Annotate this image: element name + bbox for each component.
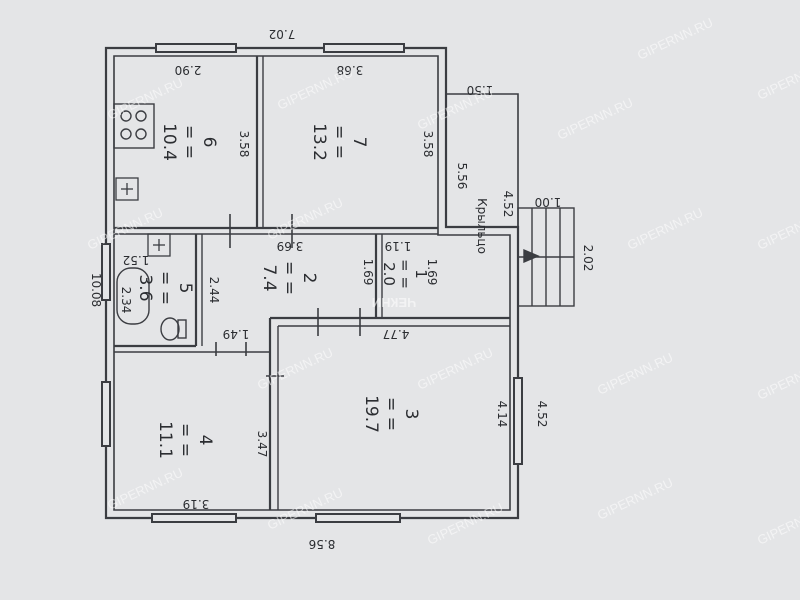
dim-room7-width: 3.68 [337,63,364,77]
porch-label: Крыльцо [475,198,489,254]
room-7-label: 7 = = 13.2 [309,123,369,161]
dimensions: 7.02 8.56 10.08 2.90 3.58 3.68 3.58 3.69… [89,27,595,551]
room-1-label: 1 = = 2.0 [380,259,430,289]
dim-porch-top: 1.50 [467,83,494,97]
dim-hall-height: 2.44 [207,277,221,304]
dim-right-lower: 4.52 [535,401,549,428]
porch-outline [446,93,519,227]
window-left-bath [101,243,111,301]
window-bottom-1 [151,513,237,523]
svg-text:= =: = = [329,125,349,159]
room-3-area: 19.7 [361,395,381,433]
room-4-area: 11.1 [155,421,175,459]
dim-steps-width: 1.00 [535,195,562,209]
room-1-area: 2.0 [380,262,398,286]
window-left [101,381,111,447]
room-2-area: 7.4 [259,264,279,291]
dim-room3-width: 4.77 [383,327,410,341]
dim-room6-width: 2.90 [175,63,202,77]
svg-text:= =: = = [279,261,299,295]
room-5-area: 3.6 [135,274,155,301]
windows [101,43,523,523]
room-3-label: 3 = = 19.7 [361,395,421,433]
dim-bottom-width: 8.56 [309,537,336,551]
outer-wall-inner [113,55,511,511]
dim-room3-height: 4.14 [495,401,509,428]
dim-steps-length: 2.02 [581,245,595,272]
room-5-number: 5 [175,283,195,294]
dim-room4-height: 3.47 [255,431,269,458]
room-2-number: 2 [299,273,319,284]
window-top-2 [323,43,405,53]
heater-icon [115,177,139,201]
room-4-label: 4 = = 11.1 [155,421,215,459]
stove-icon [113,103,155,149]
room-7-number: 7 [349,137,369,148]
dim-room2-height: 1.69 [361,259,375,286]
room-4-number: 4 [195,435,215,446]
dim-room1-height: 1.69 [425,259,439,286]
dim-porch-side: 5.56 [455,163,469,190]
porch-steps [517,207,575,307]
svg-text:= =: = = [396,259,414,289]
svg-text:= =: = = [179,125,199,159]
room-5-label: 5 = = 3.6 [135,271,195,305]
dim-porch-depth: 4.52 [501,191,515,218]
svg-text:= =: = = [381,397,401,431]
dim-room7-height: 3.58 [421,131,435,158]
toilet-icon [160,317,187,341]
boiler-icon [147,233,171,257]
svg-text:= =: = = [155,271,175,305]
window-top-1 [155,43,237,53]
dim-hall-width: 3.69 [277,239,304,253]
dim-room1-width: 1.19 [385,239,412,253]
door-marks [215,214,361,377]
room-1-number: 1 [412,269,430,279]
room-3-number: 3 [401,409,421,420]
dim-door-span: 1.49 [223,327,250,341]
dim-room4-width: 3.19 [183,497,210,511]
room-6-area: 10.4 [159,123,179,161]
svg-text:= =: = = [175,423,195,457]
room-7-area: 13.2 [309,123,329,161]
dim-room5-width: 1.52 [123,253,150,267]
dim-left-height: 10.08 [89,273,103,307]
walls [104,46,520,520]
dim-top-width: 7.02 [269,27,296,41]
window-bottom-2 [315,513,401,523]
room-2-label: 2 = = 7.4 [259,261,319,295]
svg-text:Крыльцо: Крыльцо [475,198,489,254]
bathtub-icon [116,267,150,325]
logo-watermark: ЧЕКНИ [372,295,416,310]
dim-room5-height: 2.34 [119,287,133,314]
dim-room6-height: 3.58 [237,131,251,158]
room-6-label: 6 = = 10.4 [159,123,219,161]
room-6-number: 6 [199,137,219,148]
window-right [513,377,523,465]
room-labels: 6 = = 10.4 7 = = 13.2 2 = = 7.4 5 = = 3.… [135,123,489,459]
